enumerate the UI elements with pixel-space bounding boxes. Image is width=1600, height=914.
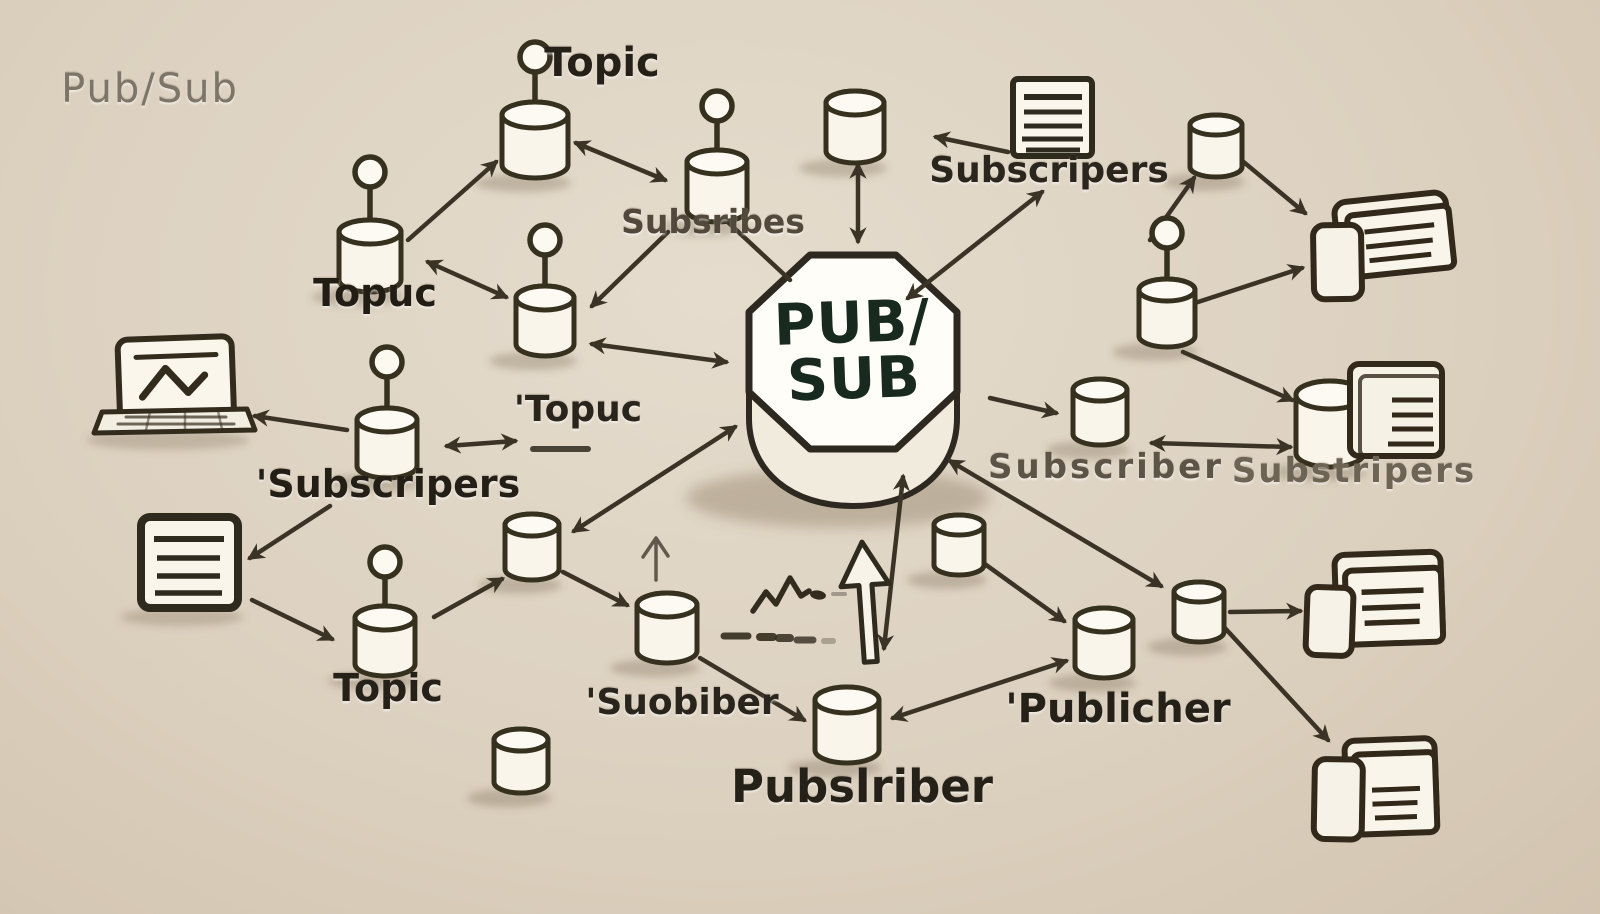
pin-head-icon [527,222,563,258]
paper-tray-icon-right [1302,548,1447,659]
queue-node [1171,579,1227,645]
pin-head-icon [517,39,553,75]
database-document-icon-right [1347,361,1445,459]
label-subscripers-left: 'Subscripers [255,462,521,506]
topic-pin-node [352,544,418,679]
label-topuc-center: 'Topuc [513,389,643,430]
arrow [1148,434,1294,456]
topic-pin-node [354,344,420,481]
connector-arrows [247,131,1331,743]
cylinder-top [1070,376,1130,404]
cylinder-top [354,405,420,435]
arrow [247,503,333,561]
topic-pin-node [1136,215,1198,350]
label-substripers-far-right: Substripers [1231,451,1477,491]
cylinder-top [1072,605,1136,635]
pubsub-label-line2: SUB [785,343,922,415]
topic-pin-node [513,222,577,359]
label-subscriber-right: Subscriber [987,447,1225,487]
arrow [572,140,669,183]
cylinder-top [1136,276,1198,304]
queue-node [1070,376,1130,448]
arrow [932,131,1011,155]
cylinder-top [634,590,700,620]
laptop-chart-icon [86,333,258,450]
arrow [405,159,499,243]
arrow [987,395,1060,419]
arrow [947,458,1164,589]
zigzag-mark [750,575,847,614]
queue-node [931,512,987,578]
pin-head-icon [369,344,405,380]
arrow [560,569,631,608]
arrow [431,576,506,620]
label-suobiber-bottom: 'Suobiber [585,682,779,723]
arrow [443,433,519,454]
cylinder-top [931,512,987,538]
cylinder-top [823,88,887,118]
cylinder-top [1171,579,1227,605]
pin-head-icon [367,544,403,580]
pin-head-icon [699,88,735,124]
pin-head-icon [1149,215,1185,251]
queue-node [823,88,887,166]
cylinder-top [684,147,750,177]
label-topic-top: Topic [544,40,660,86]
arrow [571,424,738,534]
arrow [979,559,1067,624]
pubsub-node-label: PUB/ SUB [773,287,933,415]
arrow [424,259,510,300]
pin-head-icon [352,154,388,190]
arrow [588,337,730,369]
queue-node [1187,112,1245,180]
arrow [1231,151,1308,216]
arrow [697,655,807,723]
document-icon-left [120,513,244,626]
cylinder-top [352,603,418,633]
arrow [251,409,350,433]
queue-node [634,590,700,666]
arrow [1209,611,1331,743]
small-up-arrow [641,536,670,582]
arrow [1195,264,1306,305]
label-publicher-bottom-right: 'Publicher [1005,686,1231,732]
arrow [889,657,1070,722]
document-icon-top-right [1010,76,1095,159]
arrow [1180,349,1296,403]
arrow [876,473,911,652]
cylinder-top [491,726,551,754]
arrow [589,229,671,309]
label-topic-bottom: Topic [333,666,443,710]
up-arrow-outline [838,539,892,665]
arrow [905,189,1045,301]
topic-pin-node [684,88,750,225]
paper-tray-icon-top-right [1310,189,1458,303]
topic-pin-node [336,154,404,295]
dashed-line-mark [720,632,836,644]
queue-node [812,684,882,766]
cylinder-top [499,99,571,131]
paper-tray-icon-bottom-right [1310,735,1441,843]
cylinder-top [336,217,404,247]
arrow [249,597,336,642]
label-subscripers-top-right: Subscripers [929,150,1169,191]
arrow [1227,602,1304,620]
nodes [336,39,1367,796]
page-title: Pub/Sub [61,66,239,112]
cylinder-top [812,684,882,716]
queue-node [502,511,562,583]
queue-node [491,726,551,796]
label-pubslriber-bottom: Pubslriber [731,760,993,813]
label-topuc-left: Topuc [313,271,437,315]
cylinder-top [513,283,577,313]
cylinder-top [502,511,562,539]
cylinder-top [1187,112,1245,138]
queue-node [1072,605,1136,681]
label-subsribes: Subsribes [621,202,805,241]
topic-pin-node [499,39,571,181]
